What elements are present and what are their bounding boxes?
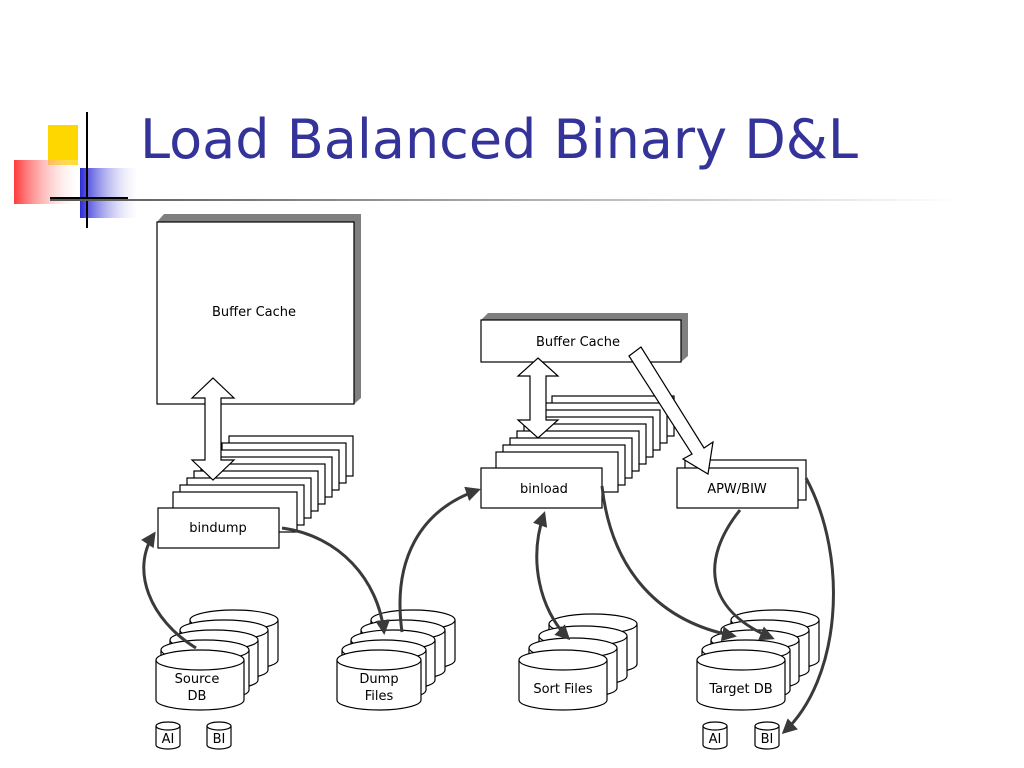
- right-ai-cylinder: AI: [702, 721, 728, 750]
- binload-sort-arrow: [532, 511, 571, 641]
- left-ai-label: AI: [162, 732, 175, 747]
- right-buffer-cache: Buffer Cache: [480, 313, 688, 363]
- dump-to-binload-arrow: [398, 486, 481, 633]
- left-bi-cylinder: BI: [206, 721, 232, 750]
- bindump-stack: bindump: [157, 435, 354, 549]
- source-to-bindump-arrow: [141, 531, 197, 650]
- binload-stack: binload: [480, 395, 675, 509]
- title-underline: [50, 199, 960, 201]
- right-ai-label: AI: [709, 732, 722, 747]
- right-bi-cylinder: BI: [754, 721, 780, 750]
- apw-to-target-arrow: [713, 509, 775, 641]
- right-cache-double-arrow: [516, 357, 560, 439]
- bindump-label: bindump: [189, 521, 247, 536]
- sort-files-stack: Sort Files: [518, 613, 638, 711]
- binload-label: binload: [520, 482, 568, 497]
- right-buffer-cache-label: Buffer Cache: [536, 335, 620, 350]
- target-db-label: Target DB: [708, 682, 772, 697]
- dump-files-label-1: Dump: [359, 672, 398, 687]
- sort-files-label: Sort Files: [533, 682, 593, 697]
- right-bi-label: BI: [761, 732, 774, 747]
- slide-title: Load Balanced Binary D&L: [140, 108, 858, 171]
- left-buffer-cache: Buffer Cache: [156, 214, 361, 405]
- dump-files-stack: Dump Files: [336, 609, 456, 711]
- dump-files-label-2: Files: [365, 689, 394, 704]
- apw-to-bi-arrow: [781, 477, 835, 735]
- apw-biw-label: APW/BIW: [707, 482, 767, 497]
- left-buffer-cache-label: Buffer Cache: [212, 305, 296, 320]
- binload-to-target-arrow: [600, 485, 737, 642]
- left-bi-label: BI: [213, 732, 226, 747]
- bindump-to-dump-arrow: [281, 526, 391, 635]
- source-db-label-1: Source: [175, 672, 220, 687]
- source-db-label-2: DB: [188, 689, 207, 704]
- target-db-stack: Target DB: [696, 609, 820, 711]
- apw-biw-box: APW/BIW: [676, 459, 807, 509]
- cache-to-apw-arrow: [628, 346, 714, 475]
- source-db-stack: Source DB: [155, 609, 279, 711]
- left-cache-double-arrow: [190, 377, 236, 481]
- left-ai-cylinder: AI: [155, 721, 181, 750]
- title-decoration: [14, 112, 138, 228]
